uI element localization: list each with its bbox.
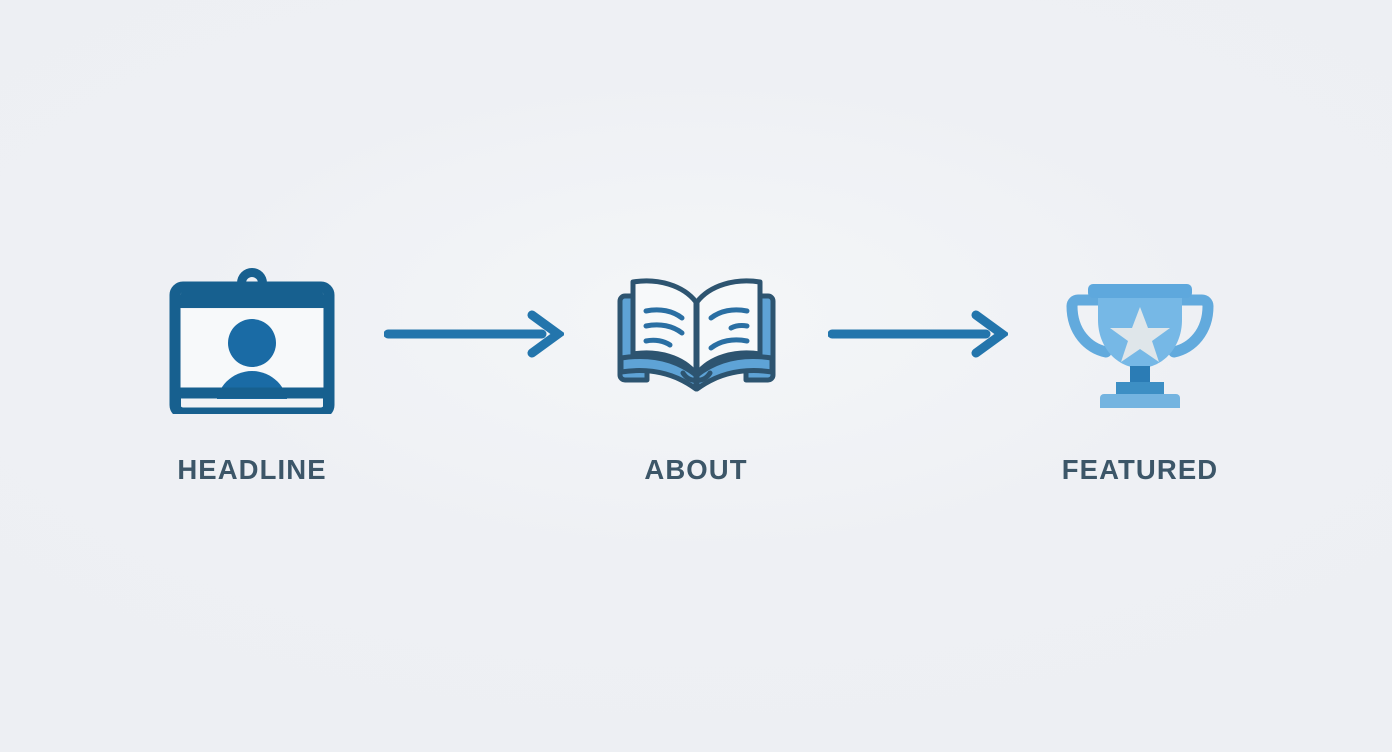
arrow-right-icon-1 — [366, 254, 582, 414]
step-label-about: ABOUT — [644, 454, 748, 486]
id-badge-icon — [162, 254, 342, 415]
step-label-headline: HEADLINE — [177, 454, 327, 486]
flow-step-headline[interactable]: HEADLINE — [138, 254, 366, 484]
flow-step-featured[interactable]: FEATURED — [1026, 254, 1254, 484]
flow-step-about[interactable]: ABOUT — [582, 254, 810, 484]
arrow-right-icon-2 — [810, 254, 1026, 414]
trophy-icon — [1050, 254, 1230, 414]
open-book-icon — [606, 254, 786, 414]
step-label-featured: FEATURED — [1061, 454, 1219, 486]
